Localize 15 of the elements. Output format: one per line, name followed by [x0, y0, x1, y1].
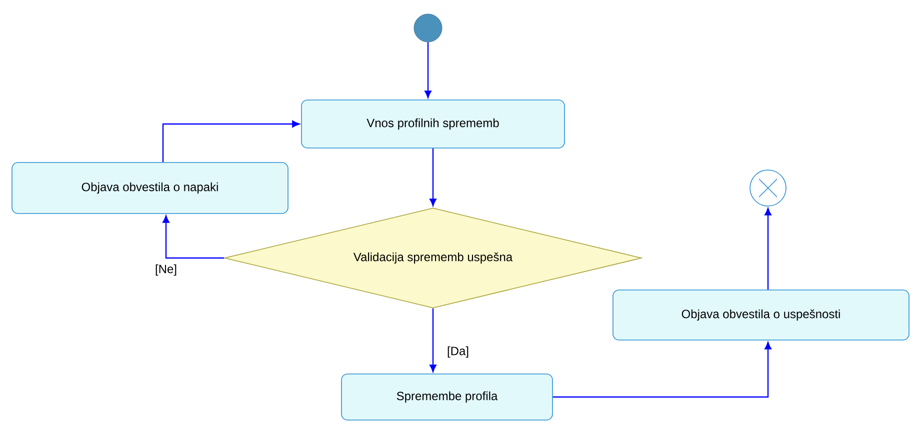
final-node [750, 170, 786, 206]
arrow [764, 208, 772, 290]
arrow [430, 148, 436, 206]
arrow [162, 120, 300, 162]
arrow [430, 308, 436, 372]
arrow [162, 215, 224, 259]
edge-label: [Da] [446, 345, 470, 359]
start-node [414, 14, 442, 42]
activity-box: Spremembe profila [341, 374, 553, 420]
edge-label: [Ne] [154, 263, 178, 277]
arrow [424, 42, 432, 98]
activity-box: Objava obvestila o uspešnosti [612, 290, 910, 340]
activity-box: Objava obvestila o napaki [12, 162, 288, 214]
activity-box: Vnos profilnih sprememb [301, 100, 565, 148]
arrow [552, 342, 772, 398]
